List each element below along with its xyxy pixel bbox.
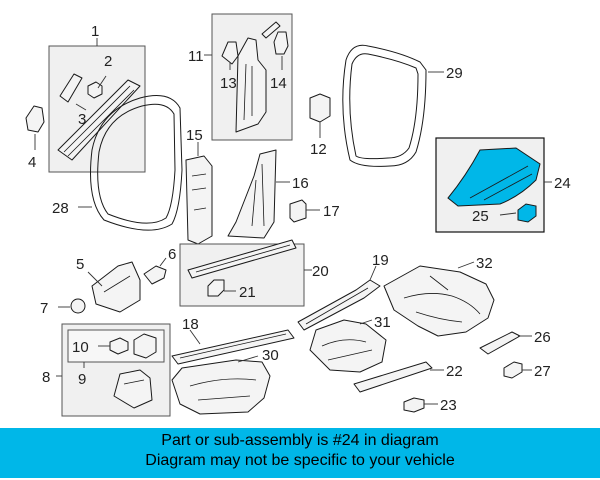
- callout-3[interactable]: 3: [78, 111, 86, 128]
- part-32-floor-carpet[interactable]: [383, 265, 495, 337]
- callout-10[interactable]: 10: [72, 339, 89, 356]
- callout-20[interactable]: 20: [312, 263, 329, 280]
- part-25-clip-highlighted[interactable]: [517, 203, 537, 223]
- part-24-trim-panel-highlighted[interactable]: [447, 147, 541, 207]
- part-6-clip[interactable]: [143, 265, 167, 285]
- callout-23[interactable]: 23: [440, 397, 457, 414]
- callout-30[interactable]: 30: [262, 347, 279, 364]
- part-15-lower-pillar[interactable]: [185, 155, 213, 245]
- part-14-clip[interactable]: [273, 31, 289, 55]
- callout-22[interactable]: 22: [446, 363, 463, 380]
- part-4-clip[interactable]: [25, 105, 45, 133]
- callout-16[interactable]: 16: [292, 175, 309, 192]
- callout-4[interactable]: 4: [28, 154, 36, 171]
- part-2-clip[interactable]: [87, 81, 103, 99]
- callout-7[interactable]: 7: [40, 300, 48, 317]
- callout-14[interactable]: 14: [270, 75, 287, 92]
- part-27-clip[interactable]: [503, 361, 523, 379]
- callout-8[interactable]: 8: [42, 369, 50, 386]
- callout-11[interactable]: 11: [188, 48, 204, 65]
- part-21-clip[interactable]: [207, 279, 225, 297]
- callout-25[interactable]: 25: [472, 208, 489, 225]
- part-bracket[interactable]: [133, 333, 157, 359]
- callout-29[interactable]: 29: [446, 65, 463, 82]
- part-3-scuff-plate[interactable]: [57, 79, 141, 161]
- part-7-round-clip[interactable]: [70, 298, 86, 314]
- callout-24[interactable]: 24: [554, 175, 571, 192]
- part-10-fastener[interactable]: [109, 337, 129, 355]
- part-lower-bracket[interactable]: [113, 369, 153, 409]
- part-12-bracket[interactable]: [309, 93, 331, 123]
- callout-15[interactable]: 15: [186, 127, 203, 144]
- callout-12[interactable]: 12: [310, 141, 327, 158]
- part-22-strip[interactable]: [353, 361, 433, 393]
- callout-26[interactable]: 26: [534, 329, 551, 346]
- callout-5[interactable]: 5: [76, 256, 84, 273]
- callout-27[interactable]: 27: [534, 363, 551, 380]
- callout-31[interactable]: 31: [374, 314, 391, 331]
- callout-21[interactable]: 21: [239, 284, 256, 301]
- part-23-clip[interactable]: [403, 397, 425, 413]
- banner-line-1: Part or sub-assembly is #24 in diagram: [161, 432, 439, 449]
- part-30-lower-trim[interactable]: [171, 359, 271, 415]
- callout-28[interactable]: 28: [52, 200, 69, 217]
- part-29-door-seal[interactable]: [342, 44, 427, 167]
- callout-6[interactable]: 6: [168, 246, 176, 263]
- part-18-sill-strip[interactable]: [171, 329, 295, 365]
- part-small-fastener[interactable]: [261, 21, 281, 39]
- part-26-trim-piece[interactable]: [479, 331, 521, 355]
- banner-line-2: Diagram may not be specific to your vehi…: [145, 452, 455, 469]
- callout-9[interactable]: 9: [78, 371, 86, 388]
- callout-13[interactable]: 13: [220, 75, 237, 92]
- callout-1[interactable]: 1: [91, 23, 99, 40]
- part-5-kick-panel[interactable]: [91, 261, 141, 313]
- callout-2[interactable]: 2: [104, 53, 112, 70]
- callout-17[interactable]: 17: [323, 203, 340, 220]
- part-b-pillar-trim[interactable]: [235, 37, 267, 133]
- part-17-clip[interactable]: [289, 199, 307, 223]
- callout-19[interactable]: 19: [372, 252, 389, 269]
- info-banner: Part or sub-assembly is #24 in diagram D…: [0, 428, 600, 478]
- parts-diagram: 1 2 3 4 28 11 13 14 12 29 15 16: [25, 13, 571, 417]
- callout-18[interactable]: 18: [182, 316, 199, 333]
- part-28-door-seal-outer[interactable]: [90, 95, 183, 231]
- part-31-floor-carpet[interactable]: [309, 319, 387, 373]
- callout-32[interactable]: 32: [476, 255, 493, 272]
- part-3-bracket[interactable]: [59, 73, 83, 103]
